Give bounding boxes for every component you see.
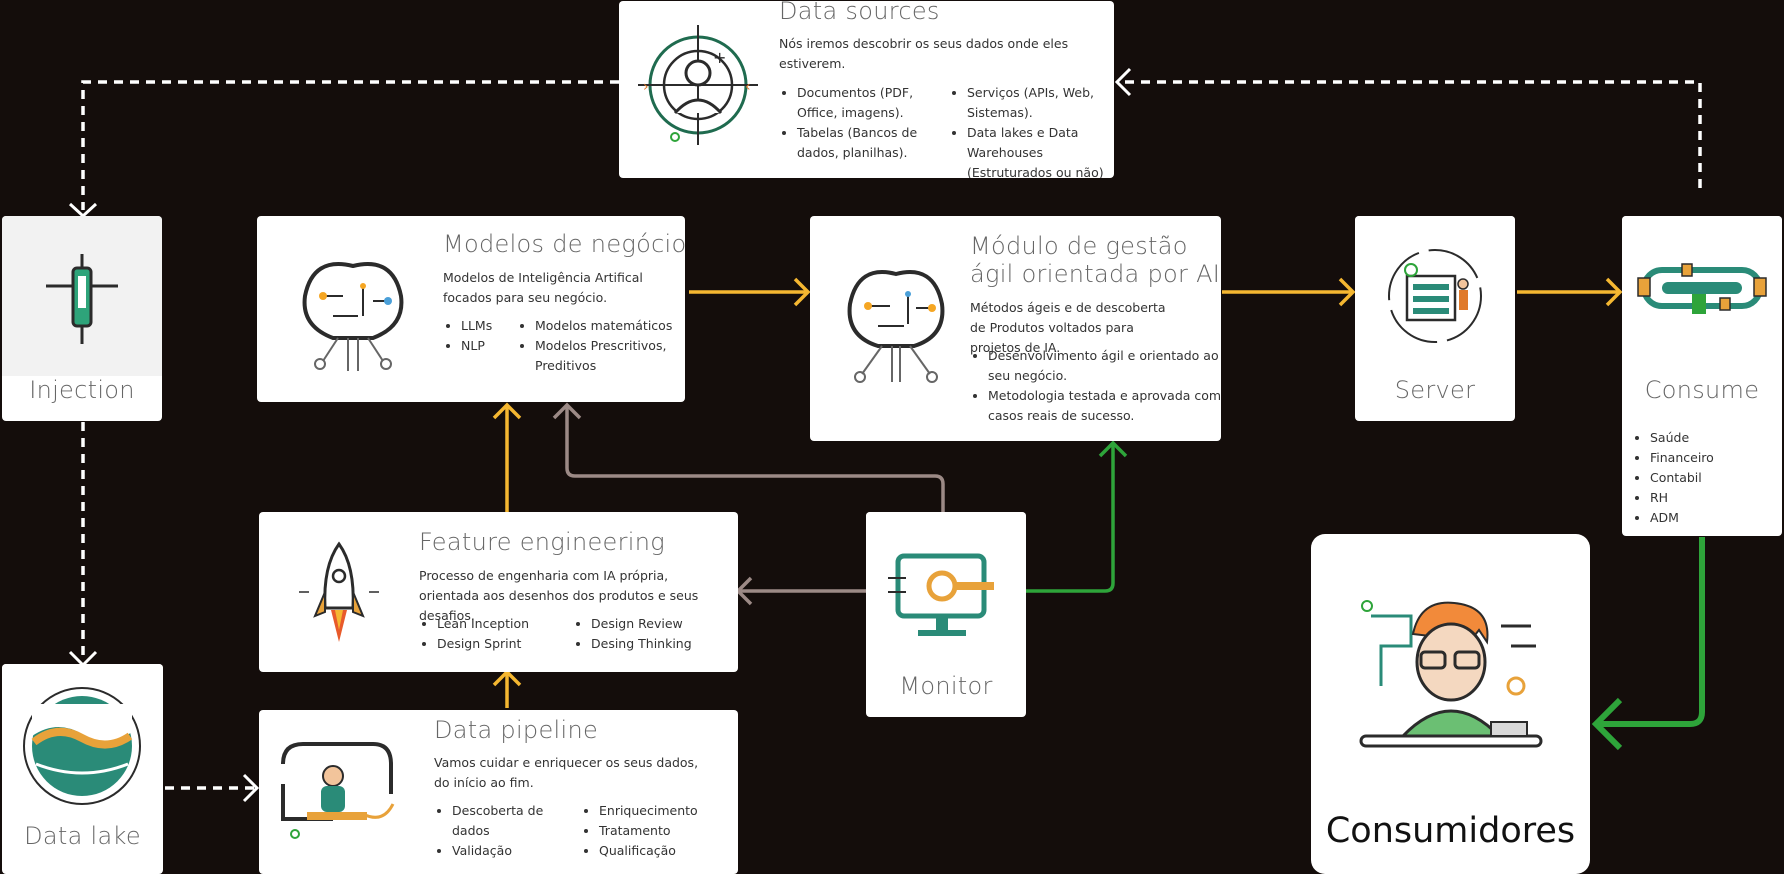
list-item: Tabelas (Bancos de dados, planilhas).: [797, 123, 947, 163]
consumers-title: Consumidores: [1325, 811, 1576, 851]
data-pipeline-description: Vamos cuidar e enriquecer os seus dados,…: [434, 755, 699, 790]
list-item: Desenvolvimento ágil e orientado ao seu …: [988, 346, 1221, 386]
list-item: Metodologia testada e aprovada com casos…: [988, 386, 1221, 426]
arrow-monitor-to-models: [565, 406, 945, 512]
list-item: ADM: [1650, 508, 1782, 528]
list-item: Enriquecimento: [599, 801, 738, 821]
data-lake-title: Data lake: [24, 822, 141, 850]
arrow-monitor-to-agile: [1026, 443, 1115, 593]
data-sources-icon: + › ‹: [633, 15, 763, 155]
consumers-card: Consumidores: [1311, 534, 1590, 874]
consume-title: Consume: [1644, 376, 1760, 404]
business-models-list-right: Modelos matemáticos Modelos Prescritivos…: [517, 316, 685, 376]
dashed-arrow-consume-to-sources: [1125, 80, 1702, 188]
list-item: Contabil: [1650, 468, 1782, 488]
list-item: Qualificação: [599, 841, 738, 861]
svg-text:‹: ‹: [745, 79, 751, 95]
monitor-card: Monitor: [866, 512, 1026, 717]
svg-text:+: +: [713, 48, 726, 67]
data-sources-description: Nós iremos descobrir os seus dados onde …: [779, 36, 1069, 71]
agile-module-title-line2: ágil orientada por AI: [970, 260, 1221, 288]
list-item: RH: [1650, 488, 1782, 508]
monitor-icon: [866, 512, 1026, 672]
list-item: Documentos (PDF, Office, imagens).: [797, 83, 947, 123]
agile-module-title-line1: Módulo de gestão: [970, 232, 1188, 260]
list-item: LLMs: [461, 316, 531, 336]
feature-engineering-description: Processo de engenharia com IA própria, o…: [419, 568, 699, 623]
data-lake-card: Data lake: [2, 664, 163, 874]
server-card: Server: [1355, 216, 1515, 421]
list-item: Descoberta de dados: [452, 801, 572, 841]
agile-module-card: Módulo de gestão ágil orientada por AI M…: [810, 216, 1221, 441]
consume-list: Saúde Financeiro Contabil RH ADM: [1632, 428, 1782, 528]
server-icon: [1355, 216, 1515, 376]
brain-circuit-icon: [263, 226, 443, 396]
data-lake-icon: [2, 664, 163, 826]
list-item: Desing Thinking: [591, 634, 738, 654]
list-item: Design Review: [591, 614, 738, 634]
svg-text:›: ›: [643, 79, 649, 95]
business-models-title: Modelos de negócio: [443, 230, 685, 258]
business-models-description: Modelos de Inteligência Artifical focado…: [443, 270, 643, 305]
rocket-icon: [279, 532, 399, 652]
business-models-card: Modelos de negócio Modelos de Inteligênc…: [257, 216, 685, 402]
pipes-icon: [1622, 216, 1782, 368]
monitor-title: Monitor: [899, 672, 993, 700]
server-title: Server: [1394, 376, 1476, 404]
list-item: Modelos matemáticos: [535, 316, 685, 336]
list-item: Lean Inception: [437, 614, 587, 634]
injection-title: Injection: [29, 376, 135, 404]
list-item: Modelos Prescritivos, Preditivos: [535, 336, 685, 376]
arrow-consume-to-consumers: [1598, 537, 1705, 727]
list-item: Data lakes e Data Warehouses (Estruturad…: [967, 123, 1114, 178]
list-item: NLP: [461, 336, 531, 356]
data-pipeline-title: Data pipeline: [434, 716, 599, 744]
list-item: Design Sprint: [437, 634, 587, 654]
feature-engineering-card: Feature engineering Processo de engenhar…: [259, 512, 738, 672]
injection-card: Injection: [2, 216, 162, 421]
syringe-icon: [2, 216, 162, 376]
feature-engineering-list-left: Lean Inception Design Sprint: [419, 614, 587, 654]
data-sources-card: + › ‹ Data sources Nós iremos descobrir …: [619, 1, 1114, 178]
list-item: Serviços (APIs, Web, Sistemas).: [967, 83, 1114, 123]
consume-card: Consume Saúde Financeiro Contabil RH ADM: [1622, 216, 1782, 536]
list-item: Saúde: [1650, 428, 1782, 448]
feature-engineering-title: Feature engineering: [419, 528, 665, 556]
data-pipeline-list-left: Descoberta de dados Validação: [434, 801, 572, 861]
dashed-arrow-sources-to-injection: [81, 80, 619, 210]
feature-engineering-list-right: Design Review Desing Thinking: [573, 614, 738, 654]
agile-module-list: Desenvolvimento ágil e orientado ao seu …: [970, 346, 1221, 426]
brain-circuit-icon: [816, 234, 976, 394]
agile-module-description: Métodos ágeis e de descoberta de Produto…: [970, 300, 1166, 355]
data-pipeline-card: Data pipeline Vamos cuidar e enriquecer …: [259, 710, 738, 874]
business-models-list-left: LLMs NLP: [443, 316, 531, 356]
data-sources-title: Data sources: [779, 1, 940, 25]
list-item: Financeiro: [1650, 448, 1782, 468]
data-pipeline-list-right: Enriquecimento Tratamento Qualificação: [581, 801, 738, 861]
data-sources-list-left: Documentos (PDF, Office, imagens). Tabel…: [779, 83, 947, 163]
list-item: Tratamento: [599, 821, 738, 841]
data-pipeline-icon: [273, 724, 403, 854]
data-sources-list-right: Serviços (APIs, Web, Sistemas). Data lak…: [949, 83, 1114, 178]
list-item: Validação: [452, 841, 572, 861]
developer-avatar-icon: [1351, 586, 1551, 786]
